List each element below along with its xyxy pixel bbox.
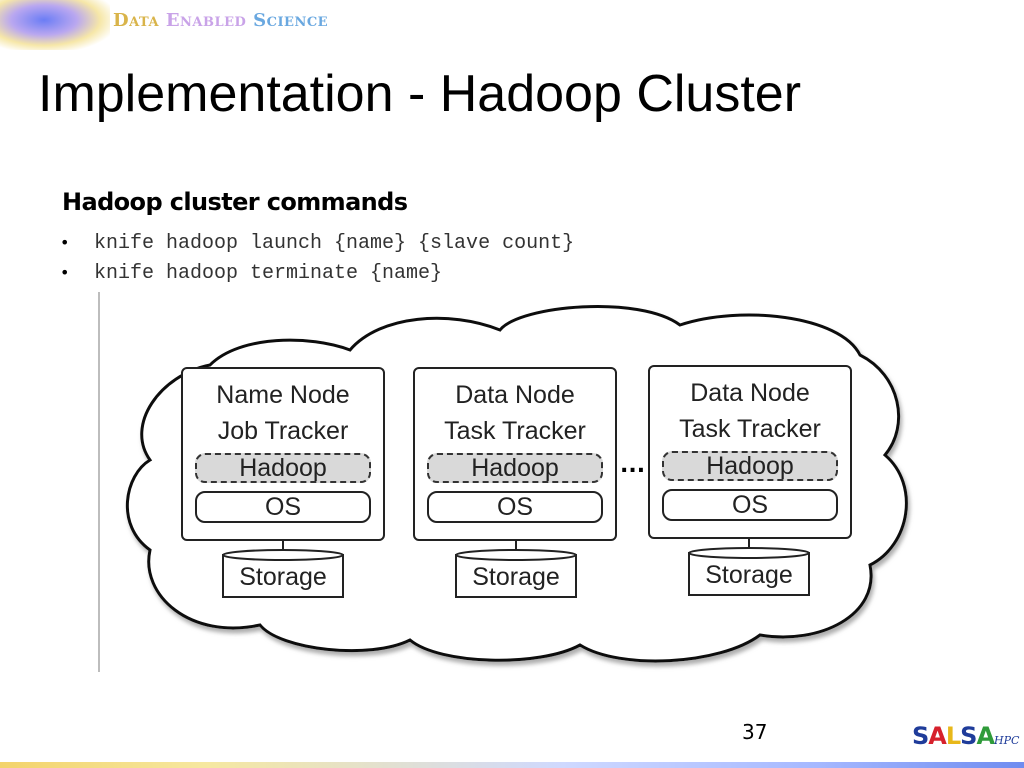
- storage-cylinder-2: [455, 549, 577, 598]
- header-logo-graphic: [0, 0, 110, 50]
- node-tracker-label: Job Tracker: [217, 417, 349, 445]
- storage-label: Storage: [239, 563, 327, 591]
- os-layer: OS: [427, 491, 603, 523]
- command-text: knife hadoop terminate {name}: [94, 262, 443, 285]
- node-role-label: Data Node: [455, 381, 575, 409]
- node-tracker-label: Task Tracker: [444, 417, 586, 445]
- brand-title: Data Enabled Science: [113, 10, 328, 31]
- storage-label: Storage: [472, 563, 560, 591]
- brand-word-enabled: Enabled: [165, 10, 247, 31]
- command-list: • knife hadoop launch {name} {slave count…: [60, 228, 574, 288]
- logo-letter: S: [912, 722, 929, 750]
- brand-word-data: Data: [113, 10, 160, 31]
- footer-gradient-bar: [0, 762, 1024, 768]
- hadoop-layer: Hadoop: [662, 451, 838, 481]
- node-box-data-node-1: Data Node Task Tracker Hadoop OS: [413, 367, 617, 541]
- storage-label: Storage: [705, 561, 793, 589]
- storage-cylinder-3: [688, 547, 810, 596]
- logo-letter: L: [945, 722, 961, 750]
- node-role-label: Data Node: [690, 379, 810, 407]
- os-layer: OS: [195, 491, 371, 523]
- os-layer: OS: [662, 489, 838, 521]
- section-heading: Hadoop cluster commands: [62, 188, 408, 216]
- more-nodes-ellipsis: ...: [620, 453, 646, 478]
- command-item: • knife hadoop launch {name} {slave count…: [60, 228, 574, 258]
- command-item: • knife hadoop terminate {name}: [60, 258, 574, 288]
- node-box-name-node: Name Node Job Tracker Hadoop OS: [181, 367, 385, 541]
- page-number: 37: [742, 720, 768, 744]
- hadoop-layer: Hadoop: [427, 453, 603, 483]
- logo-letter: A: [976, 722, 995, 750]
- node-tracker-label: Task Tracker: [679, 415, 821, 443]
- bullet: •: [60, 233, 70, 252]
- brand-word-science: Science: [253, 10, 329, 31]
- logo-letter: A: [928, 722, 947, 750]
- node-role-label: Name Node: [216, 381, 350, 409]
- logo-suffix: HPC: [994, 734, 1020, 747]
- command-text: knife hadoop launch {name} {slave count}: [94, 232, 575, 255]
- slide-title: Implementation - Hadoop Cluster: [38, 65, 802, 123]
- hadoop-layer: Hadoop: [195, 453, 371, 483]
- storage-cylinder-1: [222, 549, 344, 598]
- salsa-hpc-logo: SALSAHPC: [912, 722, 1019, 750]
- hadoop-cluster-diagram: Name Node Job Tracker Hadoop OS Storage …: [120, 295, 920, 675]
- vertical-divider: [98, 292, 100, 672]
- logo-letter: S: [960, 722, 977, 750]
- bullet: •: [60, 263, 70, 282]
- node-box-data-node-2: Data Node Task Tracker Hadoop OS: [648, 365, 852, 539]
